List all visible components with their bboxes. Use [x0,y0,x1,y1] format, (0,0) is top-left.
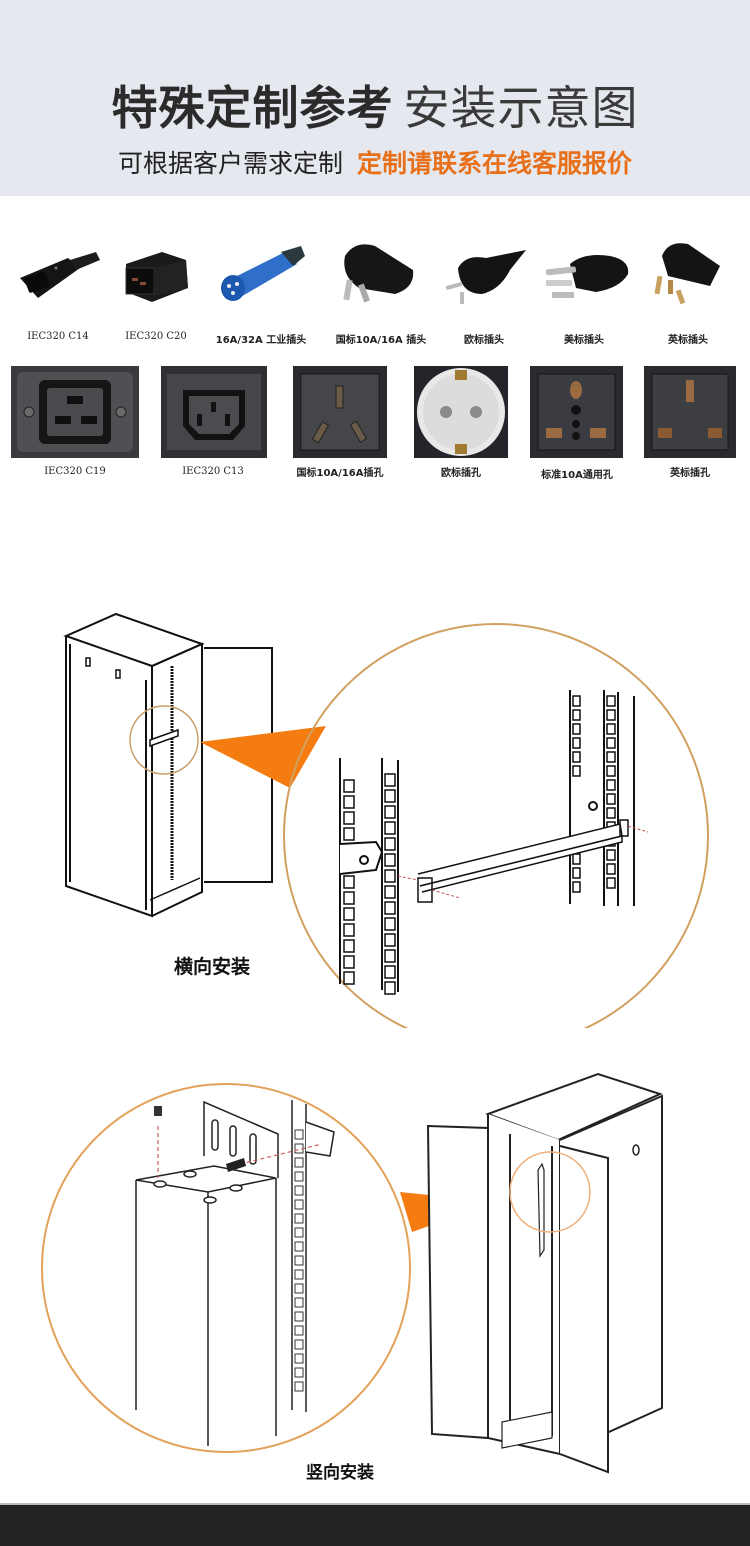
iec-c20-plug-icon [125,252,188,302]
rack-rail-detail [339,690,635,995]
horizontal-install-label: 横向安装 [174,955,250,978]
horizontal-install-diagram: 横向安装 [63,612,724,1030]
socket-label: 英标插孔 [670,468,710,479]
footer-bar [0,1503,750,1546]
cn-plug-icon [343,244,414,303]
cn-socket-icon [293,366,387,458]
iec-c14-plug-icon [20,252,100,298]
socket-label: IEC320 C19 [44,466,106,477]
socket-label: 欧标插孔 [441,468,481,479]
zoom-marker-circle [509,1151,591,1233]
plug-cn [335,236,420,308]
zoom-detail-circle [41,1083,411,1453]
header-banner: 特殊定制参考安装示意图 可根据客户需求定制定制请联系在线客服报价 [0,0,750,196]
socket-uk [644,366,736,458]
title-bold: 特殊定制参考 [111,81,394,135]
uk-plug-icon [654,243,720,305]
subtitle-custom-note: 可根据客户需求定制 [117,149,343,178]
plug-iec-c14 [8,238,108,308]
cabinet-illustration [63,612,273,918]
plug-uk [648,236,728,308]
vertical-install-label: 竖向安装 [306,1462,374,1483]
uk-socket-icon [644,366,736,458]
page-title: 特殊定制参考安装示意图 [0,78,750,138]
plug-label: 国标10A/16A 插头 [335,335,427,346]
universal-socket-icon [530,366,623,458]
iec-c19-socket-icon [11,366,139,458]
eu-socket-icon [414,366,508,458]
plug-label: 16A/32A 工业插头 [215,335,307,346]
title-light: 安装示意图 [403,81,639,135]
plug-industrial [215,238,310,308]
socket-label: 国标10A/16A插孔 [296,468,384,479]
socket-eu [414,366,508,458]
socket-label: 标准10A通用孔 [541,470,613,481]
socket-iec-c19 [11,366,139,458]
plug-us [540,244,635,308]
vertical-install-diagram: 竖向安装 [41,1072,663,1483]
socket-cn [293,366,387,458]
plug-label: 英标插头 [668,335,708,346]
us-plug-icon [545,255,629,298]
iec-c13-socket-icon [161,366,267,458]
eu-plug-icon [445,250,526,304]
subtitle-contact-note: 定制请联系在线客服报价 [357,149,633,178]
socket-universal [530,366,623,458]
plug-label: 欧标插头 [464,335,504,346]
plug-label: 美标插头 [564,335,604,346]
plug-label: IEC320 C20 [125,331,187,342]
plug-label: IEC320 C14 [27,331,89,342]
zoom-detail-circle [283,623,709,1030]
industrial-plug-icon [221,246,305,301]
cabinet-illustration [426,1072,663,1474]
page-subtitle: 可根据客户需求定制定制请联系在线客服报价 [0,146,750,182]
socket-iec-c13 [161,366,267,458]
plug-eu [440,240,530,308]
pdu-bracket-detail [135,1100,335,1446]
socket-label: IEC320 C13 [182,466,244,477]
zoom-marker-circle [129,705,199,775]
plug-iec-c20 [118,238,198,308]
